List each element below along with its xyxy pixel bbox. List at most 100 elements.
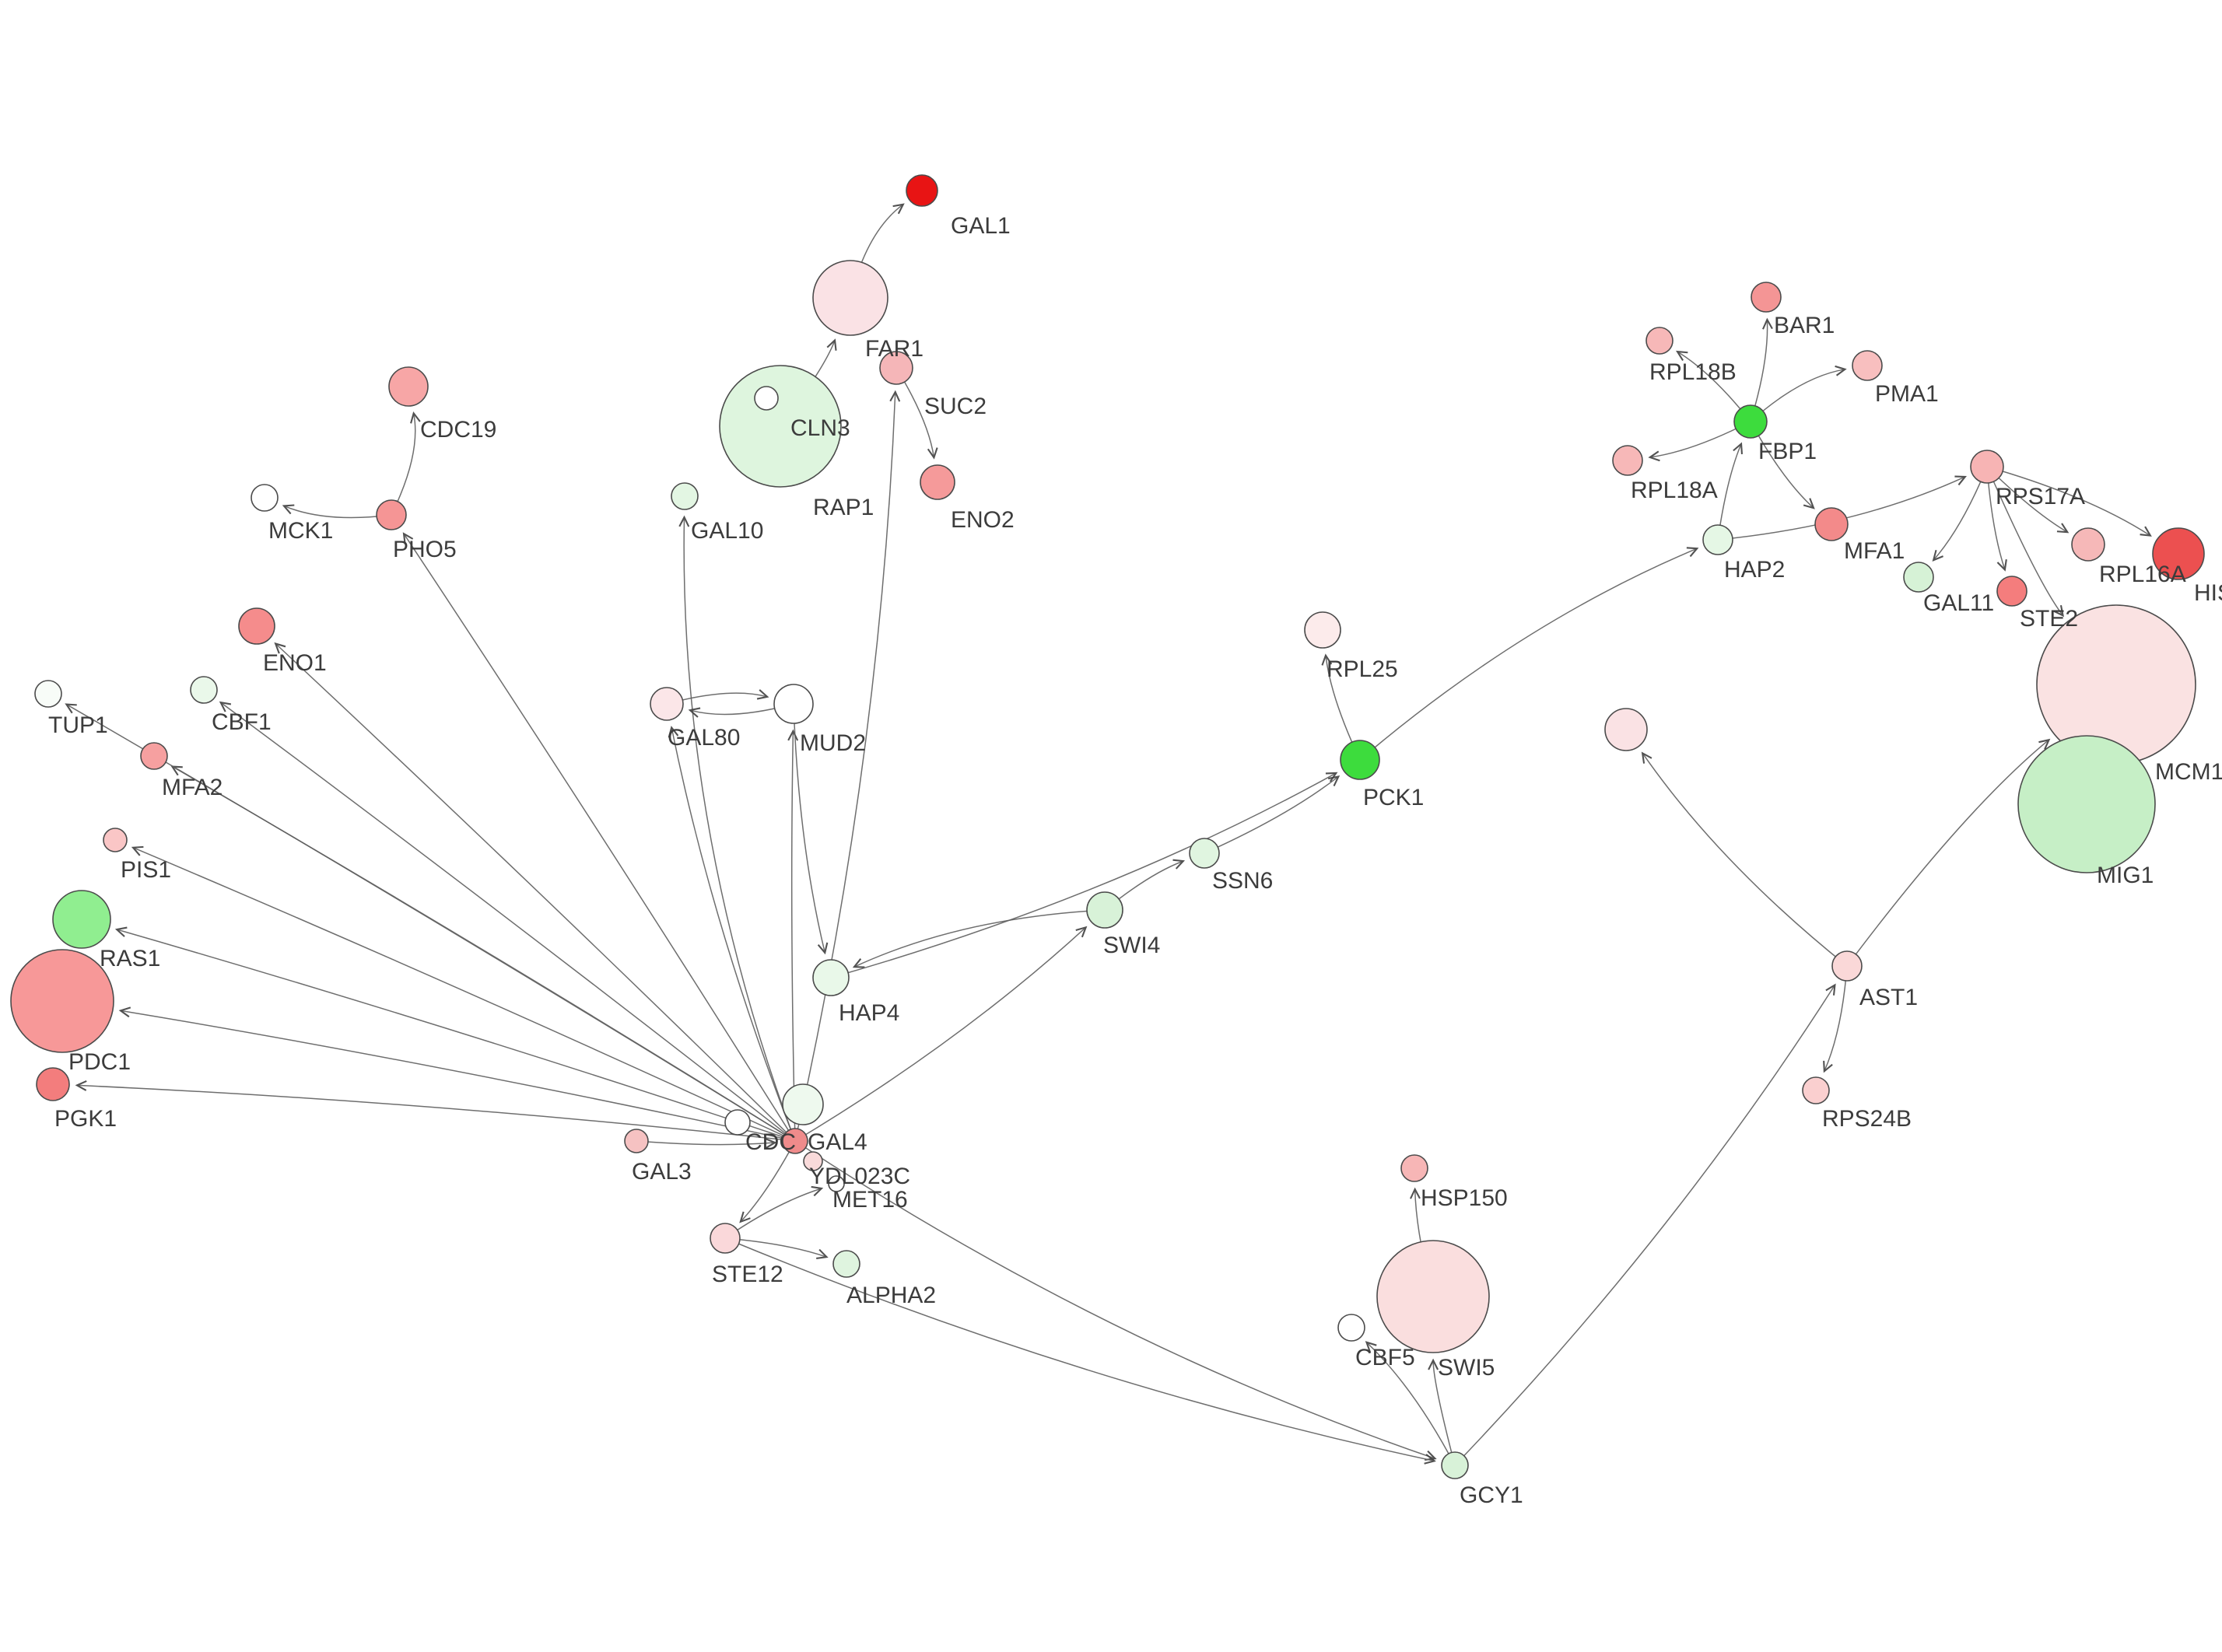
node-PGK1[interactable]	[36, 1067, 70, 1101]
node-RPS17A[interactable]	[1970, 450, 2004, 484]
node-label-RPS24B: RPS24B	[1822, 1106, 1912, 1132]
node-GAL3[interactable]	[624, 1129, 649, 1153]
node-label-PHO5: PHO5	[393, 537, 457, 562]
edge-AST1-MCM1	[1846, 738, 2051, 967]
node-BAR1[interactable]	[1751, 282, 1782, 313]
node-label-MCK1: MCK1	[268, 518, 333, 544]
node-MET16[interactable]	[828, 1175, 845, 1192]
edge-GAL4-CBF1	[219, 701, 796, 1142]
edge-GAL4-MUD2	[787, 729, 799, 1142]
node-label-GAL80: GAL80	[668, 725, 740, 751]
edge-STE12-GCY1	[724, 1237, 1436, 1465]
node-GAL4[interactable]	[782, 1128, 808, 1154]
edge-GCY1-CBF5	[1365, 1341, 1456, 1466]
node-MFA2[interactable]	[140, 742, 168, 770]
node-SUC2[interactable]	[879, 351, 913, 385]
node-label-HAP4: HAP4	[839, 1000, 899, 1026]
node-TUP1[interactable]	[34, 680, 62, 708]
node-label-SWI4: SWI4	[1103, 933, 1160, 958]
edge-GAL3-GAL4	[636, 1138, 777, 1149]
edge-GAL4-PHO5	[402, 532, 796, 1142]
node-SWI5[interactable]	[1376, 1240, 1490, 1353]
edge-AST1-RPS24B	[1823, 965, 1848, 1073]
node-HIS4[interactable]	[2152, 527, 2205, 580]
node-ENO2[interactable]	[920, 464, 955, 500]
node-HAP4[interactable]	[812, 959, 850, 996]
node-GAL1[interactable]	[906, 174, 938, 207]
node-label-TUP1: TUP1	[48, 712, 108, 738]
node-label-FAR1: FAR1	[865, 336, 923, 362]
edge-GAL4-TUP1	[65, 703, 796, 1142]
node-label-STE12: STE12	[712, 1262, 783, 1287]
node-PCK1[interactable]	[1340, 740, 1380, 780]
edge-GAL4-ENO1	[274, 642, 796, 1142]
node-CBF1[interactable]	[190, 676, 218, 704]
node-unlabeled1[interactable]	[1604, 708, 1648, 751]
node-GAL10[interactable]	[671, 482, 699, 510]
node-label-ENO2: ENO2	[951, 507, 1015, 533]
node-CLN3[interactable]	[754, 386, 779, 411]
node-label-RPL16A: RPL16A	[2099, 562, 2186, 587]
node-MCK1[interactable]	[251, 484, 279, 512]
node-RPL18B[interactable]	[1645, 327, 1674, 355]
edge-PHO5-CDC19	[391, 411, 421, 516]
node-RAP1[interactable]	[719, 365, 842, 488]
node-AST1[interactable]	[1831, 950, 1863, 982]
node-label-CDC19: CDC19	[420, 417, 496, 443]
node-CBF5[interactable]	[1337, 1314, 1365, 1342]
edge-PHO5-MCK1	[282, 504, 392, 519]
node-label-AST1: AST1	[1859, 985, 1918, 1010]
node-PIS1[interactable]	[103, 828, 128, 852]
node-RAS1[interactable]	[52, 890, 111, 949]
edge-GAL4-GCY1	[794, 1140, 1437, 1461]
node-CDC[interactable]	[724, 1109, 751, 1136]
node-label-MCM1: MCM1	[2155, 759, 2222, 785]
edge-PCK1-HAP2	[1359, 547, 1699, 761]
node-HAP2[interactable]	[1702, 524, 1733, 555]
node-SWI4[interactable]	[1086, 891, 1123, 929]
node-PMA1[interactable]	[1852, 350, 1883, 381]
node-HSP150[interactable]	[1400, 1154, 1428, 1182]
node-label-PDC1: PDC1	[68, 1049, 131, 1075]
edge-GCY1-SWI5	[1428, 1358, 1456, 1466]
node-FAR1[interactable]	[812, 260, 888, 336]
node-RPL25[interactable]	[1304, 611, 1341, 649]
node-ALPHA2[interactable]	[832, 1250, 860, 1278]
node-label-RPL25: RPL25	[1327, 656, 1398, 682]
node-label-GAL1: GAL1	[951, 213, 1011, 239]
node-label-MFA1: MFA1	[1844, 538, 1905, 564]
edge-RPS17A-HIS4	[1986, 466, 2152, 537]
node-label-HIS4: HIS4	[2194, 580, 2222, 606]
edge-GAL4-SWI4	[794, 926, 1088, 1142]
node-CDC19[interactable]	[388, 366, 429, 407]
node-label-CDC: CDC	[745, 1129, 796, 1155]
node-label-MET16: MET16	[832, 1187, 908, 1213]
node-label-GAL4: GAL4	[808, 1129, 867, 1155]
node-STE12[interactable]	[710, 1223, 741, 1254]
node-PDC1[interactable]	[10, 949, 114, 1053]
edge-GAL4-SUC2	[794, 390, 901, 1142]
node-RPL16A[interactable]	[2071, 527, 2105, 562]
node-ENO1[interactable]	[238, 607, 275, 645]
node-YDL023C[interactable]	[803, 1151, 823, 1171]
node-PHO5[interactable]	[376, 499, 407, 530]
node-GCY1[interactable]	[1441, 1451, 1469, 1479]
node-RPS24B[interactable]	[1802, 1076, 1830, 1104]
node-label-MUD2: MUD2	[800, 730, 866, 756]
node-label-CBF1: CBF1	[212, 709, 272, 735]
node-unlabeled2[interactable]	[782, 1083, 824, 1125]
node-FBP1[interactable]	[1733, 404, 1768, 439]
node-GAL11[interactable]	[1903, 562, 1934, 593]
node-RPL18A[interactable]	[1612, 445, 1643, 476]
node-MUD2[interactable]	[773, 684, 814, 724]
node-MFA1[interactable]	[1814, 507, 1849, 541]
node-STE2[interactable]	[1996, 576, 2027, 607]
edge-GAL4-PIS1	[131, 845, 796, 1142]
node-GAL80[interactable]	[650, 687, 684, 721]
node-MIG1[interactable]	[2017, 735, 2156, 873]
node-SSN6[interactable]	[1189, 838, 1220, 869]
node-label-HSP150: HSP150	[1421, 1185, 1508, 1211]
node-label-ALPHA2: ALPHA2	[846, 1283, 936, 1308]
